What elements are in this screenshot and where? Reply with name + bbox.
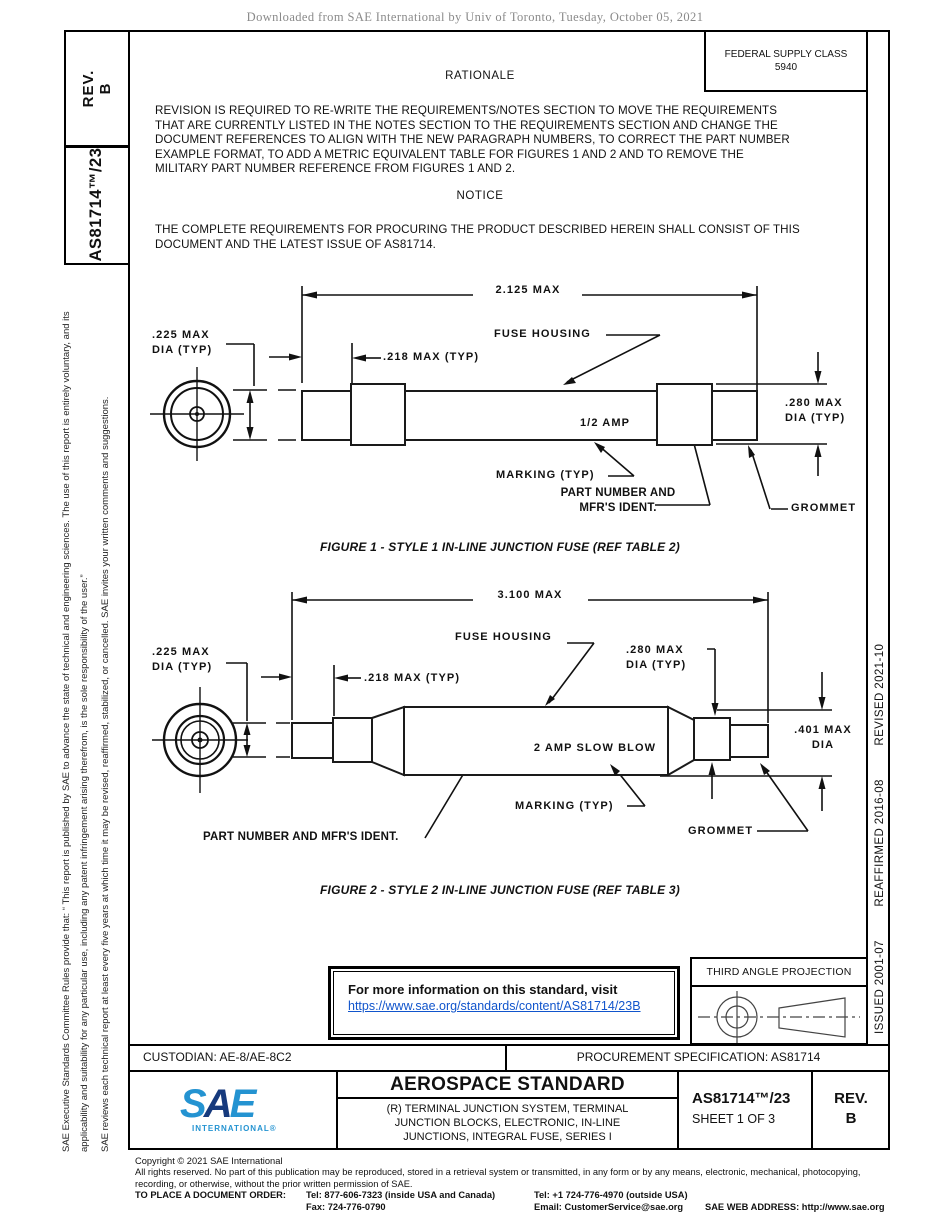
reaffirmed-date: REAFFIRMED 2016-08 (874, 779, 886, 907)
rev-label-footer: REV. (834, 1090, 868, 1107)
figure1-caption: FIGURE 1 - STYLE 1 IN-LINE JUNCTION FUSE… (320, 540, 680, 554)
revision-history-vertical: ISSUED 2001-07 REAFFIRMED 2016-08 REVISE… (869, 24, 891, 1042)
federal-supply-class-box: FEDERAL SUPPLY CLASS 5940 (704, 30, 868, 92)
figure2-linework (152, 592, 832, 839)
svg-text:SAE: SAE (180, 1082, 258, 1126)
fig2-fuse-housing-label: FUSE HOUSING (455, 631, 552, 643)
rationale-title: RATIONALE (445, 70, 515, 82)
fig2-marking-label: MARKING (TYP) (515, 800, 614, 812)
custodian-row-top-border (128, 1044, 890, 1046)
custodian-row-divider (505, 1044, 507, 1072)
tel-inside: Tel: 877-606-7323 (inside USA and Canada… (306, 1190, 496, 1200)
revised-date: REVISED 2021-10 (874, 643, 886, 746)
web-address: SAE WEB ADDRESS: http://www.sae.org (705, 1202, 885, 1212)
rev-box-text: REV. B (68, 33, 125, 144)
right-column-divider (866, 30, 868, 1044)
figure1-linework (150, 286, 827, 510)
sae-logo: SAE INTERNATIONAL® (128, 1072, 337, 1148)
more-info-box: For more information on this standard, v… (328, 966, 680, 1040)
fig1-fuse-housing-label: FUSE HOUSING (494, 328, 591, 340)
email-address: Email: CustomerService@sae.org (534, 1202, 684, 1212)
fig2-ferrule-label: .218 MAX (TYP) (364, 672, 461, 684)
rev-value-footer: B (845, 1110, 857, 1127)
figure1-drawing: 2.125 MAX .225 MAX DIA (TYP) .218 MAX (T… (130, 270, 870, 570)
more-info-box-inner: For more information on this standard, v… (333, 971, 675, 1035)
projection-title: THIRD ANGLE PROJECTION (692, 959, 866, 987)
sae-logo-graphic: SAE INTERNATIONAL® (180, 1082, 277, 1133)
standard-link[interactable]: https://www.sae.org/standards/content/AS… (348, 999, 641, 1013)
fig1-dia-left-label: .225 MAX DIA (TYP) (152, 329, 213, 356)
sheet-number: SHEET 1 OF 3 (692, 1112, 776, 1126)
order-label: TO PLACE A DOCUMENT ORDER: (135, 1190, 286, 1200)
federal-supply-class-value: 5940 (774, 62, 798, 73)
fig2-grommet-label: GROMMET (688, 825, 754, 837)
fig1-grommet-label: GROMMET (791, 502, 857, 514)
download-watermark: Downloaded from SAE International by Uni… (246, 10, 704, 24)
titleblock-divider-2 (677, 1070, 679, 1150)
rationale-body: REVISION IS REQUIRED TO RE-WRITE THE REQ… (155, 104, 790, 176)
fig1-dim-label: 2.125 MAX (495, 284, 561, 296)
fig1-dia-right-label: .280 MAX DIA (TYP) (785, 397, 846, 424)
doc-number-footer: AS81714™/23 (692, 1090, 791, 1107)
custodian-text: CUSTODIAN: AE-8/AE-8C2 (143, 1050, 292, 1064)
rev-label: REV. (79, 69, 97, 108)
rights-text: All rights reserved. No part of this pub… (135, 1167, 861, 1189)
sae-committee-disclaimer: SAE Executive Standards Committee Rules … (61, 311, 90, 1152)
more-info-text: For more information on this standard, v… (348, 982, 618, 997)
copyright-line: Copyright © 2021 SAE International (135, 1156, 283, 1166)
notice-body: THE COMPLETE REQUIREMENTS FOR PROCURING … (155, 223, 800, 251)
fig1-marking-label: MARKING (TYP) (496, 469, 595, 481)
aerospace-standard-title: AEROSPACE STANDARD (338, 1072, 677, 1099)
fig2-dia-right-label: .280 MAX DIA (TYP) (626, 644, 687, 671)
federal-supply-class-label: FEDERAL SUPPLY CLASS (724, 49, 848, 60)
fig2-dia-grommet-label: .401 MAX DIA (794, 724, 852, 751)
doc-number-vertical: AS81714™/23 (87, 147, 105, 262)
doc-number-box (64, 146, 130, 265)
titleblock-divider-3 (811, 1070, 813, 1150)
rev-value: B (96, 82, 114, 95)
standard-subtitle: (R) TERMINAL JUNCTION SYSTEM, TERMINAL J… (386, 1103, 629, 1143)
procurement-spec-text: PROCUREMENT SPECIFICATION: AS81714 (576, 1050, 821, 1064)
fig1-amp-label: 1/2 AMP (579, 417, 631, 429)
fig2-dia-left-label: .225 MAX DIA (TYP) (152, 646, 213, 673)
fig2-dim-label: 3.100 MAX (497, 589, 563, 601)
sae-logo-subtext: INTERNATIONAL® (192, 1124, 277, 1133)
issued-date: ISSUED 2001-07 (874, 940, 886, 1034)
figure2-caption: FIGURE 2 - STYLE 2 IN-LINE JUNCTION FUSE… (320, 883, 680, 897)
fig1-ferrule-label: .218 MAX (TYP) (383, 351, 480, 363)
fig2-amp-label: 2 AMP SLOW BLOW (533, 742, 657, 754)
fax-number: Fax: 724-776-0790 (306, 1202, 386, 1212)
sae-review-note: SAE reviews each technical report at lea… (100, 396, 111, 1152)
custodian-row-bottom-border (128, 1070, 890, 1072)
projection-box: THIRD ANGLE PROJECTION (690, 957, 868, 1045)
projection-symbol (698, 991, 860, 1043)
tel-outside: Tel: +1 724-776-4970 (outside USA) (534, 1190, 688, 1200)
fig2-part-number-label: PART NUMBER AND MFR'S IDENT. (203, 831, 399, 843)
fig1-part-number-label: PART NUMBER AND MFR'S IDENT. (560, 487, 676, 514)
document-frame (128, 30, 890, 1150)
notice-title: NOTICE (456, 190, 504, 202)
figure2-drawing: 3.100 MAX .225 MAX DIA (TYP) .218 MAX (T… (130, 585, 870, 905)
titleblock-divider-1 (336, 1070, 338, 1150)
